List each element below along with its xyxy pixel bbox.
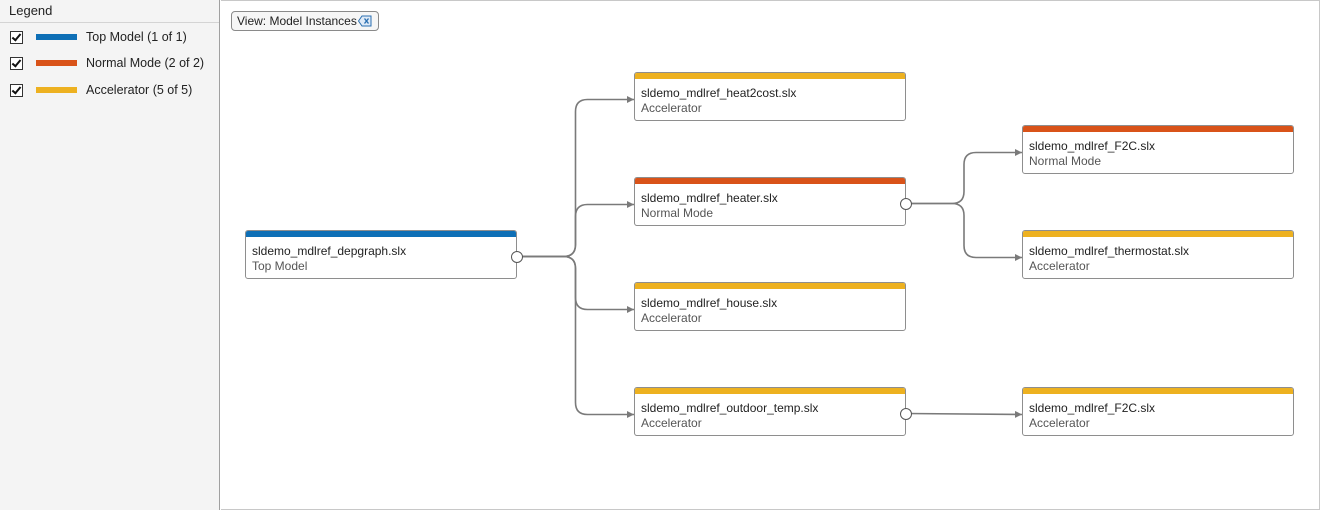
legend-checkbox-normal-mode[interactable] <box>10 56 23 70</box>
legend-swatch-accelerator <box>36 87 77 93</box>
view-filter-chip[interactable]: View: Model Instances <box>231 11 379 31</box>
node-mode: Accelerator <box>641 416 702 430</box>
legend-item-top-model[interactable]: Top Model (1 of 1) <box>10 29 215 45</box>
legend-item-normal-mode[interactable]: Normal Mode (2 of 2) <box>10 55 215 71</box>
edge-depgraph-to-outdoor <box>517 255 634 418</box>
node-mode: Accelerator <box>1029 259 1090 273</box>
node-mode-bar <box>246 231 516 237</box>
edge-depgraph-to-heater <box>517 201 634 258</box>
legend-checkbox-top-model[interactable] <box>10 30 23 44</box>
node-mode: Normal Mode <box>641 206 714 220</box>
node-mode-bar <box>635 73 905 79</box>
node-name: sldemo_mdlref_thermostat.slx <box>1029 244 1190 258</box>
node-mode-bar <box>635 388 905 394</box>
node-name: sldemo_mdlref_F2C.slx <box>1029 139 1156 153</box>
node-name: sldemo_mdlref_house.slx <box>641 296 778 310</box>
node-mode: Accelerator <box>641 311 702 325</box>
legend-label-top-model: Top Model (1 of 1) <box>86 30 187 44</box>
legend-item-accelerator[interactable]: Accelerator (5 of 5) <box>10 82 215 98</box>
node-mode: Top Model <box>252 259 308 273</box>
node-name: sldemo_mdlref_F2C.slx <box>1029 401 1156 415</box>
legend-checkbox-accelerator[interactable] <box>10 83 23 97</box>
node-name: sldemo_mdlref_outdoor_temp.slx <box>641 401 819 415</box>
node-mode: Normal Mode <box>1029 154 1102 168</box>
legend-title: Legend <box>0 0 219 23</box>
node-mode-bar <box>635 283 905 289</box>
expand-port-depgraph[interactable] <box>511 250 523 263</box>
legend-panel: Legend Top Model (1 of 1) Normal Mode (2… <box>0 0 220 510</box>
node-name: sldemo_mdlref_heater.slx <box>641 191 778 205</box>
node-mode-bar <box>1023 388 1293 394</box>
node-mode-bar <box>635 178 905 184</box>
clear-filter-icon[interactable] <box>357 15 372 27</box>
legend-swatch-normal-mode <box>36 60 77 66</box>
view-filter-label: View: Model Instances <box>237 14 357 28</box>
expand-port-outdoor[interactable] <box>900 407 912 420</box>
node-mode-bar <box>1023 126 1293 132</box>
edge-heater-to-f2c_normal <box>906 149 1022 205</box>
expand-port-heater[interactable] <box>900 197 912 210</box>
legend-swatch-top-model <box>36 34 77 40</box>
legend-label-normal-mode: Normal Mode (2 of 2) <box>86 56 205 70</box>
edge-heater-to-thermostat <box>906 202 1022 261</box>
legend-label-accelerator: Accelerator (5 of 5) <box>86 83 193 97</box>
node-mode-bar <box>1023 231 1293 237</box>
node-name: sldemo_mdlref_heat2cost.slx <box>641 86 797 100</box>
node-mode: Accelerator <box>1029 416 1090 430</box>
node-mode: Accelerator <box>641 101 702 115</box>
edge-outdoor-to-f2c_accel <box>905 410 1023 418</box>
node-name: sldemo_mdlref_depgraph.slx <box>252 244 407 258</box>
